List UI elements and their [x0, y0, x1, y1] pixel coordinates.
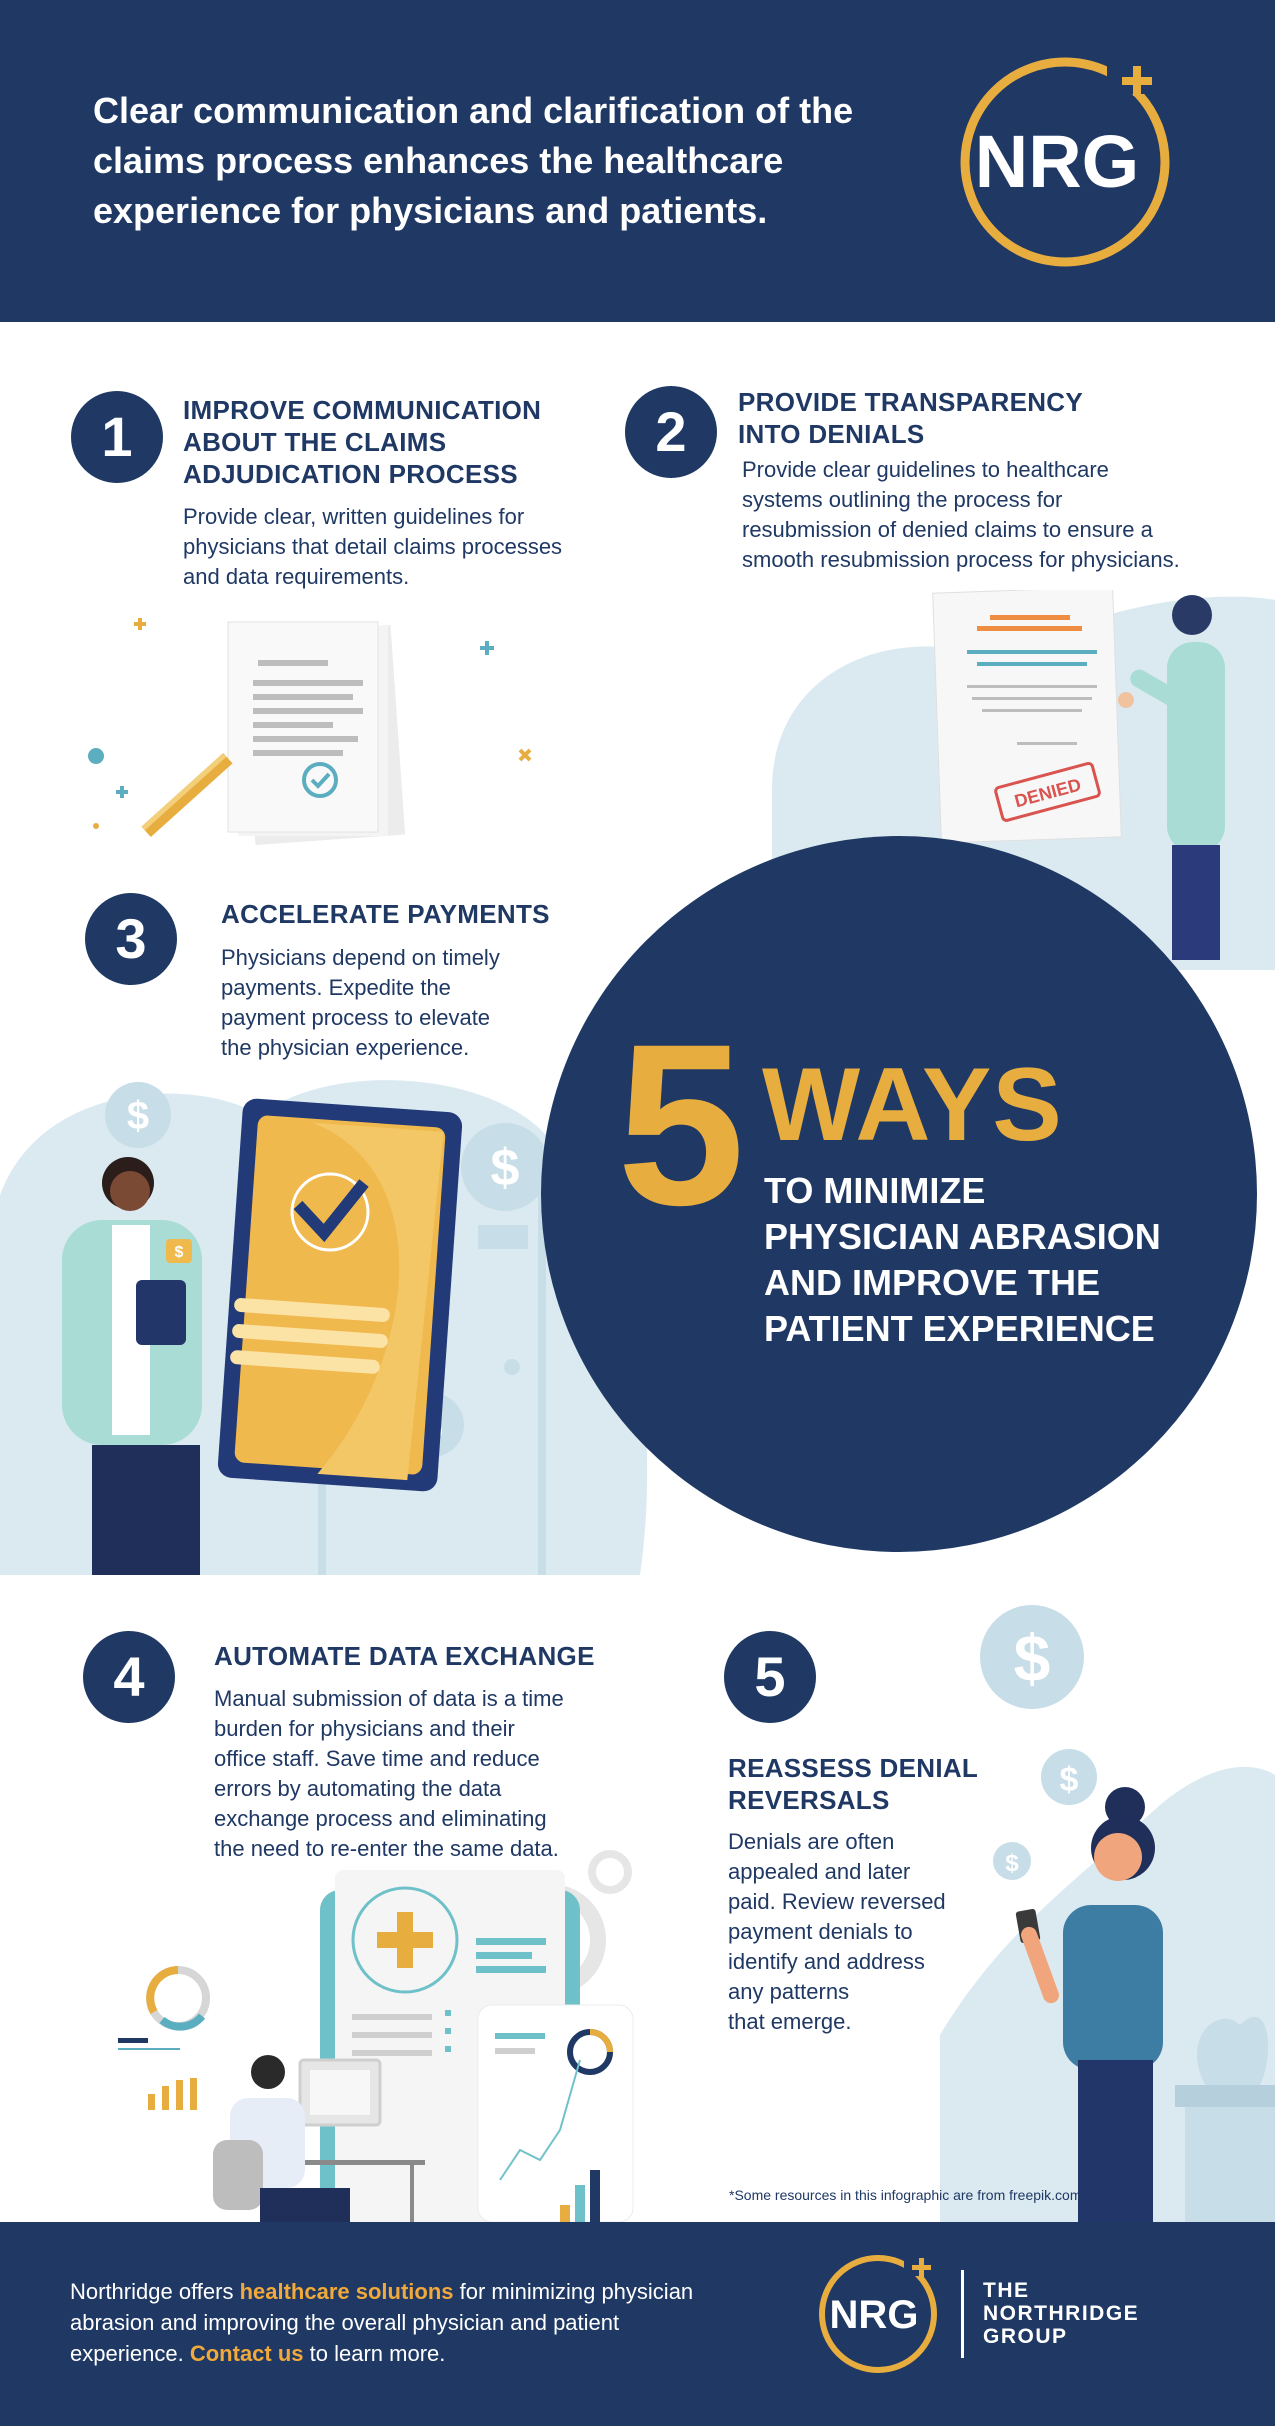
documents-illustration: [88, 618, 532, 845]
dollar-icon: $: [1005, 1850, 1019, 1877]
payments-illustration: $ $ $ $: [0, 1080, 648, 1575]
step-number-2: 2: [625, 386, 717, 478]
footer-divider: [961, 2270, 964, 2358]
footer-text-part: for minimizing physician abrasion and im…: [70, 2279, 694, 2366]
section-5-title: REASSESS DENIAL REVERSALS: [728, 1753, 979, 1815]
dollar-icon: $: [1014, 1621, 1051, 1695]
section-5-body: Denials are often appealed and later pai…: [728, 1829, 946, 2034]
section-1-title: IMPROVE COMMUNICATION ABOUT THE CLAIMS A…: [183, 395, 542, 489]
dollar-icon: $: [1060, 1761, 1079, 1799]
section-2-body: Provide clear guidelines to healthcare s…: [742, 457, 1180, 572]
dollar-icon: $: [491, 1139, 520, 1197]
hero-subtitle: TO MINIMIZE PHYSICIAN ABRASION AND IMPRO…: [764, 1170, 1161, 1349]
section-4-body: Manual submission of data is a time burd…: [214, 1686, 564, 1861]
step-number-1: 1: [71, 391, 163, 483]
section-3-body: Physicians depend on timely payments. Ex…: [221, 945, 500, 1060]
hero-circle: [541, 836, 1257, 1552]
nrg-logo: NRG: [960, 54, 1170, 267]
footer-message: Northridge offers healthcare solutions f…: [70, 2276, 710, 2369]
healthcare-solutions-link[interactable]: healthcare solutions: [239, 2279, 454, 2304]
step-number-4: 4: [83, 1631, 175, 1723]
header-tagline: Clear communication and clarification of…: [93, 90, 854, 231]
footer-logo-text: NRG: [830, 2293, 919, 2337]
hero-word: WAYS: [762, 1047, 1063, 1163]
northridge-group-wordmark: THE NORTHRIDGE GROUP: [983, 2279, 1140, 2348]
section-1-body: Provide clear, written guidelines for ph…: [183, 504, 563, 589]
nrg-logo-text: NRG: [975, 120, 1139, 203]
section-2-title: PROVIDE TRANSPARENCY INTO DENIALS: [738, 387, 1084, 449]
step-number-5: 5: [724, 1631, 816, 1723]
footer-text-part: Northridge offers: [70, 2279, 240, 2304]
section-3-title: ACCELERATE PAYMENTS: [221, 899, 550, 929]
denial-reversals-illustration: $ $ $: [940, 1605, 1275, 2222]
dollar-icon: $: [127, 1094, 149, 1138]
step-number-3: 3: [85, 893, 177, 985]
footer-text-part: to learn more.: [303, 2341, 446, 2366]
sparkle-decor: [88, 618, 532, 829]
hero-number: 5: [617, 996, 745, 1253]
header-banner: [0, 0, 1275, 322]
footer-nrg-logo: NRG: [819, 2252, 940, 2373]
section-4-title: AUTOMATE DATA EXCHANGE: [214, 1641, 595, 1671]
contact-us-link[interactable]: Contact us: [189, 2341, 304, 2366]
footer-banner: [0, 2222, 1275, 2426]
resources-footnote: *Some resources in this infographic are …: [729, 2187, 1082, 2203]
data-exchange-illustration: [118, 1850, 634, 2222]
dollar-icon: $: [175, 1244, 184, 1261]
